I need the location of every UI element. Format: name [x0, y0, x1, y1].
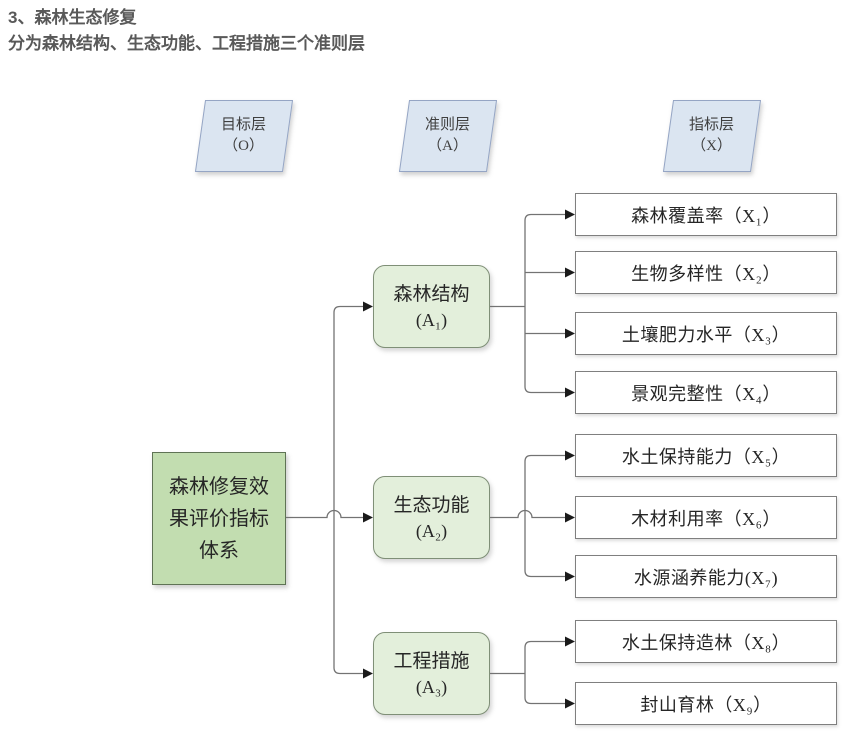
connector-goal-branch-vertical [333, 305, 364, 675]
arrow-into-x5 [565, 450, 575, 461]
indicator-x7-label: 水源涵养能力(X₇) [633, 567, 779, 588]
indicator-box-x6: 木材利用率（X₆） [575, 496, 837, 539]
layer-header-goal: 目标层 （O） [194, 100, 294, 172]
connector-a2-branch-vertical [524, 454, 566, 578]
criteria-a2-label: 生态功能 [393, 494, 470, 516]
layer-header-indicator-code: （X） [691, 138, 733, 154]
layer-header-criteria-text: 准则层 （A） [425, 115, 470, 157]
arrow-into-x8 [565, 636, 575, 647]
arrow-into-x7 [565, 571, 575, 582]
indicator-box-x7: 水源涵养能力(X₇) [575, 555, 837, 598]
layer-header-goal-label: 目标层 [221, 117, 267, 133]
layer-header-goal-text: 目标层 （O） [221, 115, 266, 157]
indicator-box-x4: 景观完整性（X₄） [575, 371, 837, 414]
indicator-box-x3: 土壤肥力水平（X₃） [575, 312, 837, 355]
layer-header-indicator-label: 指标层 [689, 117, 735, 133]
criteria-box-a1: 森林结构 (A₁) [373, 265, 490, 348]
arrow-into-a2 [363, 512, 373, 523]
indicator-x9-label: 封山育林（X₉） [640, 694, 772, 715]
layer-header-indicator-text: 指标层 （X） [689, 115, 734, 157]
page-title: 3、森林生态修复 分为森林结构、生态功能、工程措施三个准则层 [8, 5, 365, 57]
indicator-x1-label: 森林覆盖率（X₁） [631, 205, 781, 226]
indicator-box-x5: 水土保持能力（X₅） [575, 434, 837, 477]
layer-header-indicator: 指标层 （X） [662, 100, 762, 172]
arrow-into-x6 [565, 512, 575, 523]
criteria-a3-code: (A₃) [415, 676, 448, 697]
connector-a1-branch-vertical [524, 213, 566, 394]
arrow-into-a1 [363, 301, 373, 312]
layer-header-criteria: 准则层 （A） [398, 100, 498, 172]
criteria-a1-code: (A₁) [415, 309, 448, 330]
layer-header-criteria-label: 准则层 [425, 117, 471, 133]
indicator-x4-label: 景观完整性（X₄） [631, 383, 781, 404]
goal-box-label: 森林修复效果评价指标体系 [169, 475, 269, 562]
layer-header-criteria-code: （A） [427, 138, 469, 154]
indicator-box-x8: 水土保持造林（X₈） [575, 620, 837, 663]
title-line-1: 3、森林生态修复 [8, 8, 137, 27]
indicator-box-x9: 封山育林（X₉） [575, 682, 837, 725]
goal-box: 森林修复效果评价指标体系 [152, 452, 286, 585]
arrow-into-x2 [565, 267, 575, 278]
indicator-box-x2: 生物多样性（X₂） [575, 251, 837, 294]
criteria-box-a2: 生态功能 (A₂) [373, 476, 490, 559]
criteria-a1-label: 森林结构 [393, 283, 470, 305]
indicator-x2-label: 生物多样性（X₂） [631, 263, 781, 284]
criteria-box-a3: 工程措施 (A₃) [373, 632, 490, 715]
connector-goal-to-a2 [286, 509, 364, 519]
criteria-a3-label: 工程措施 [393, 650, 470, 672]
connector-a2-to-x6 [490, 509, 566, 519]
arrow-into-x9 [565, 698, 575, 709]
layer-header-goal-code: （O） [223, 138, 265, 154]
connector-a3-branch-vertical [524, 640, 566, 705]
arrow-into-a3 [363, 668, 373, 679]
indicator-x8-label: 水土保持造林（X₈） [621, 632, 791, 653]
indicator-x6-label: 木材利用率（X₆） [631, 508, 781, 529]
indicator-x5-label: 水土保持能力（X₅） [621, 446, 791, 467]
title-line-2: 分为森林结构、生态功能、工程措施三个准则层 [8, 34, 365, 53]
arrow-into-x1 [565, 209, 575, 220]
arrow-into-x4 [565, 387, 575, 398]
arrow-into-x3 [565, 328, 575, 339]
indicator-box-x1: 森林覆盖率（X₁） [575, 193, 837, 236]
indicator-x3-label: 土壤肥力水平（X₃） [621, 324, 791, 345]
criteria-a2-code: (A₂) [415, 520, 448, 541]
